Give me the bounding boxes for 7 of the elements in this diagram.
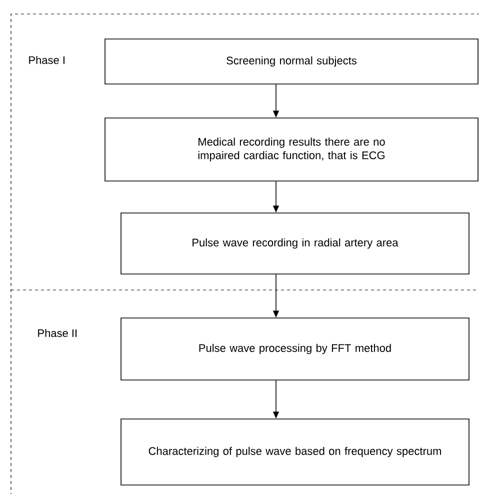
process-box: Pulse wave recording in radial artery area <box>120 212 470 274</box>
process-box: Pulse wave processing by FFT method <box>120 318 470 380</box>
phase-label: Phase II <box>38 328 77 338</box>
process-box: Screening normal subjects <box>104 38 478 84</box>
process-box: Medical recording results there are no impaired cardiac function, that is ECG <box>104 118 478 182</box>
process-box: Characterizing of pulse wave based on frequency spectrum <box>120 418 470 486</box>
phase-label: Phase I <box>29 56 64 64</box>
